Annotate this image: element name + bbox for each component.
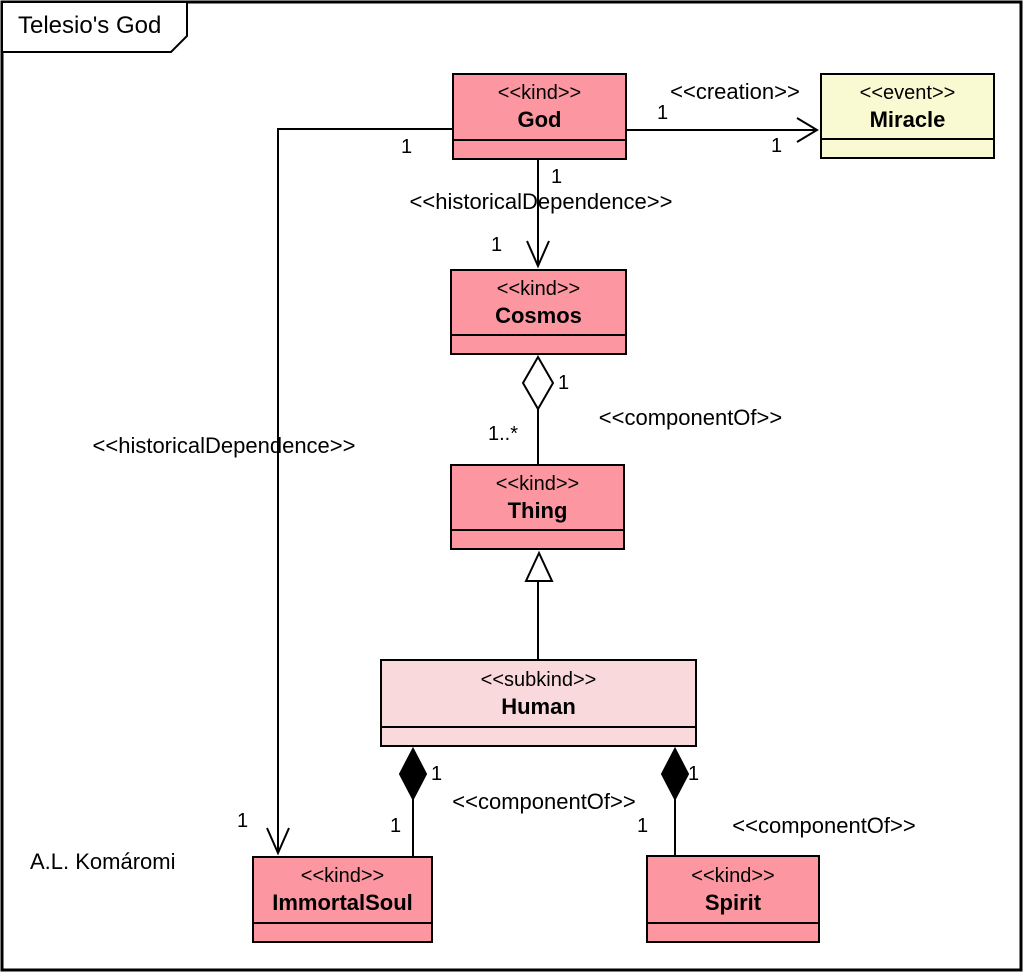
class-header: <<kind>> Thing xyxy=(452,466,623,529)
class-cosmos: <<kind>> Cosmos xyxy=(450,269,627,355)
class-header: <<kind>> God xyxy=(454,75,625,139)
edge-creation-god-miracle xyxy=(627,117,819,143)
class-stereotype: <<kind>> xyxy=(300,865,385,887)
edge-label-creation: <<creation>> xyxy=(670,79,800,104)
edge-historical-dependence-god-immortalsoul xyxy=(266,128,452,856)
filled-diamond-icon xyxy=(660,746,690,802)
multiplicity-histdep-cosmos-target: 1 xyxy=(491,234,503,256)
class-attributes-compartment xyxy=(382,726,695,745)
edge-label-component-of-thing: <<componentOf>> xyxy=(598,405,783,430)
class-stereotype: <<kind>> xyxy=(495,472,580,495)
class-attributes-compartment xyxy=(454,139,625,158)
open-arrowhead-icon xyxy=(266,827,290,856)
edge-generalization-human-thing xyxy=(524,550,554,659)
class-header: <<event>> Miracle xyxy=(822,75,993,138)
class-name: Cosmos xyxy=(495,302,582,328)
filled-diamond-icon xyxy=(398,746,428,802)
class-human: <<subkind>> Human xyxy=(380,659,697,747)
class-stereotype: <<kind>> xyxy=(496,277,581,300)
class-attributes-compartment xyxy=(452,334,625,353)
class-attributes-compartment xyxy=(452,529,623,548)
multiplicity-componentof-immortalsoul-part: 1 xyxy=(390,815,402,837)
edge-label-historical-dependence-immortalsoul: <<historicalDependence>> xyxy=(92,433,356,458)
edge-historical-dependence-god-cosmos xyxy=(526,160,550,269)
class-immortalsoul: <<kind>> ImmortalSoul xyxy=(252,856,433,943)
multiplicity-histdep-cosmos-source: 1 xyxy=(551,166,563,188)
edge-label-historical-dependence-cosmos: <<historicalDependence>> xyxy=(409,189,673,214)
open-arrowhead-icon xyxy=(526,240,550,269)
edge-component-of-thing-cosmos xyxy=(521,354,555,464)
class-stereotype: <<event>> xyxy=(859,81,956,104)
class-god: <<kind>> God xyxy=(452,73,627,160)
class-name: Spirit xyxy=(704,889,762,915)
class-header: <<subkind>> Human xyxy=(382,661,695,726)
frame-title-tab xyxy=(1,1,188,53)
multiplicity-creation-target: 1 xyxy=(771,135,783,157)
multiplicity-histdep-immortalsoul-target: 1 xyxy=(237,810,249,832)
class-attributes-compartment xyxy=(254,922,431,941)
multiplicity-componentof-spirit-whole: 1 xyxy=(688,763,700,785)
class-name: Thing xyxy=(507,497,568,523)
multiplicity-componentof-immortalsoul-whole: 1 xyxy=(431,763,443,785)
class-attributes-compartment xyxy=(648,922,818,941)
class-header: <<kind>> Cosmos xyxy=(452,271,625,334)
edge-label-component-of-spirit: <<componentOf>> xyxy=(732,813,916,838)
multiplicity-componentof-spirit-part: 1 xyxy=(637,815,649,837)
diagram-title: Telesio's God xyxy=(18,12,162,39)
class-stereotype: <<kind>> xyxy=(497,82,582,104)
open-diamond-icon xyxy=(521,354,555,412)
class-name: ImmortalSoul xyxy=(272,890,413,915)
class-name: God xyxy=(517,107,562,132)
edge-component-of-spirit-human xyxy=(660,746,690,855)
generalization-triangle-icon xyxy=(524,550,554,582)
class-stereotype: <<subkind>> xyxy=(480,668,597,691)
class-header: <<kind>> Spirit xyxy=(648,857,818,922)
class-name: Miracle xyxy=(869,106,946,132)
class-thing: <<kind>> Thing xyxy=(450,464,625,550)
diagram-author: A.L. Komáromi xyxy=(30,849,176,874)
class-attributes-compartment xyxy=(822,138,993,157)
multiplicity-componentof-thing-part: 1..* xyxy=(488,423,519,445)
multiplicity-histdep-immortalsoul-source: 1 xyxy=(401,136,413,158)
multiplicity-componentof-thing-whole: 1 xyxy=(558,372,570,394)
edge-component-of-immortalsoul-human xyxy=(398,746,428,856)
multiplicity-creation-source: 1 xyxy=(657,102,669,124)
edge-label-component-of-immortalsoul: <<componentOf>> xyxy=(452,789,636,814)
class-miracle: <<event>> Miracle xyxy=(820,73,995,159)
class-stereotype: <<kind>> xyxy=(691,864,775,887)
class-header: <<kind>> ImmortalSoul xyxy=(254,858,431,922)
open-arrowhead-icon xyxy=(796,117,819,143)
class-name: Human xyxy=(501,693,576,719)
class-spirit: <<kind>> Spirit xyxy=(646,855,820,943)
